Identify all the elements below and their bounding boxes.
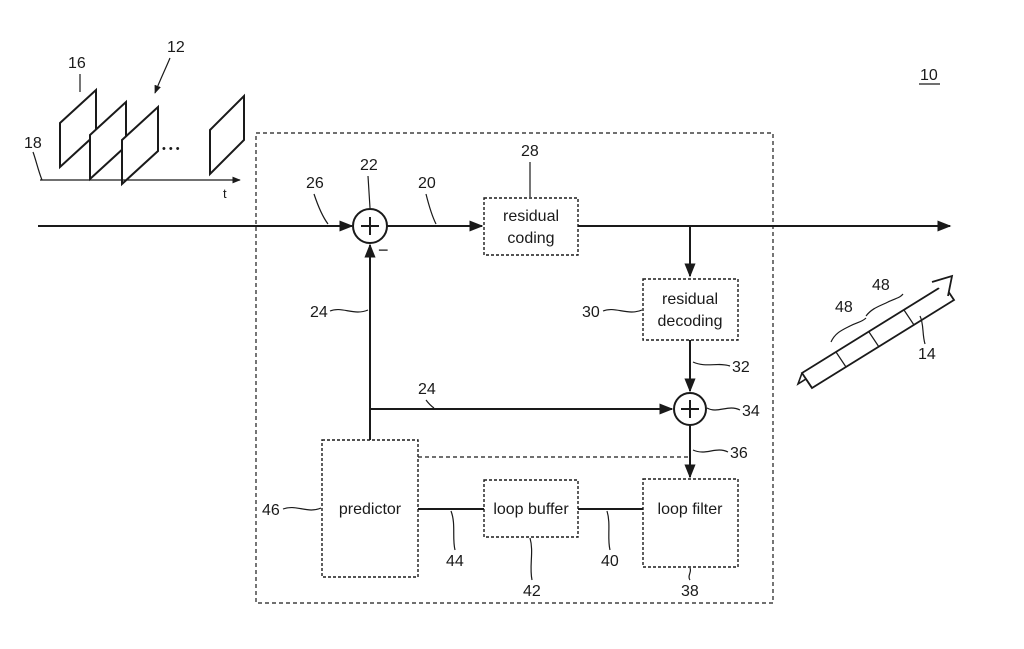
leader-26 xyxy=(313,193,329,225)
residual-decoding-label-2: decoding xyxy=(658,313,723,330)
ref-36: 36 xyxy=(730,445,748,462)
ref-38: 38 xyxy=(681,583,699,600)
leader-44 xyxy=(450,510,456,551)
leader-18 xyxy=(32,151,43,181)
leader-42 xyxy=(529,537,533,581)
residual-coding-block xyxy=(483,197,579,256)
ref-28: 28 xyxy=(521,143,539,160)
predictor-block xyxy=(321,439,419,578)
ref-22: 22 xyxy=(360,157,378,174)
subtract-sign: − xyxy=(378,240,389,260)
leader-46 xyxy=(282,506,322,511)
leader-32 xyxy=(692,361,731,367)
ref-26: 26 xyxy=(306,175,324,192)
leader-14 xyxy=(919,315,926,345)
ref-16: 16 xyxy=(68,55,86,72)
packet-divider-3 xyxy=(903,309,915,326)
leader-22 xyxy=(367,175,371,209)
brace-48b xyxy=(865,293,904,317)
brace-48a xyxy=(830,317,867,343)
bitstream xyxy=(796,274,956,390)
ref-20: 20 xyxy=(418,175,436,192)
leader-20 xyxy=(425,193,437,225)
ref-14: 14 xyxy=(918,346,936,363)
loop-buffer-block xyxy=(483,479,579,538)
ref-34: 34 xyxy=(742,403,760,420)
loop-filter-block xyxy=(642,478,739,568)
packet-divider-2 xyxy=(868,331,880,348)
predictor-label: predictor xyxy=(339,501,402,518)
leader-12 xyxy=(154,57,171,94)
ref-42: 42 xyxy=(523,583,541,600)
leader-38 xyxy=(688,567,692,581)
ref-18: 18 xyxy=(24,135,42,152)
ref-12: 12 xyxy=(167,39,185,56)
ref-32: 32 xyxy=(732,359,750,376)
frame-n xyxy=(209,93,245,177)
bitstream-body xyxy=(800,283,956,390)
ref-24a: 24 xyxy=(310,304,328,321)
residual-decoding-block xyxy=(642,278,739,341)
leader-40 xyxy=(606,510,611,551)
loop-filter-label: loop filter xyxy=(658,501,724,518)
leader-24a xyxy=(329,308,369,313)
time-axis-label: t xyxy=(223,186,227,201)
frame-3 xyxy=(121,104,159,187)
leader-30 xyxy=(602,308,643,313)
ref-48b: 48 xyxy=(872,277,890,294)
bitstream-arrowhead xyxy=(931,274,954,297)
bitstream-break xyxy=(796,372,813,389)
video-frames: ••• xyxy=(59,87,245,187)
residual-coding-label-1: residual xyxy=(503,208,559,225)
ref-48a: 48 xyxy=(835,299,853,316)
figure-label: 10 xyxy=(920,67,938,84)
packet-divider-1 xyxy=(835,351,847,368)
residual-decoding-label-1: residual xyxy=(662,291,718,308)
ref-30: 30 xyxy=(582,304,600,321)
ref-44: 44 xyxy=(446,553,464,570)
loop-buffer-label: loop buffer xyxy=(493,501,569,518)
ref-24b: 24 xyxy=(418,381,436,398)
leader-24b xyxy=(425,399,435,409)
frames-ellipsis: ••• xyxy=(162,143,183,155)
leader-36 xyxy=(692,449,729,453)
residual-coding-label-2: coding xyxy=(507,230,554,247)
encoder-boundary xyxy=(255,132,774,604)
leader-34 xyxy=(706,407,741,411)
ref-40: 40 xyxy=(601,553,619,570)
ref-46: 46 xyxy=(262,502,280,519)
